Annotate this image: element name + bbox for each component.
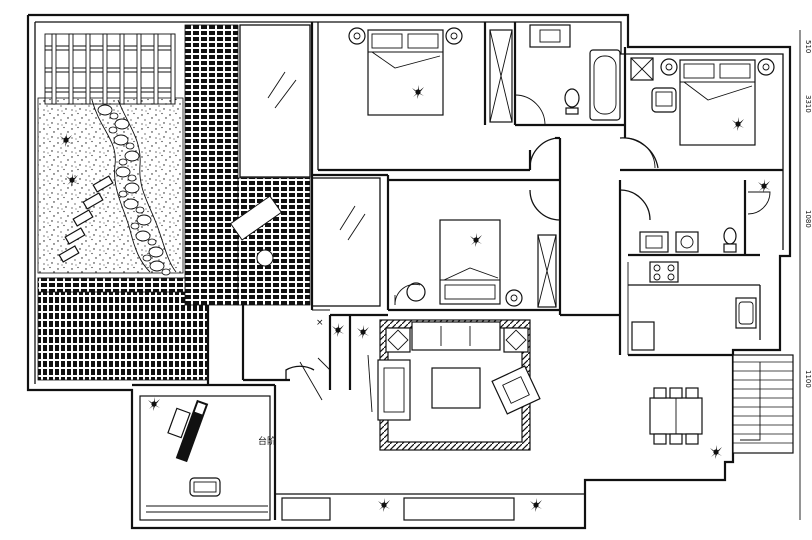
bedroom-3 [394, 219, 557, 308]
toilet [564, 88, 580, 108]
side-table [385, 327, 411, 353]
armchair [189, 477, 221, 497]
dining-chair [685, 433, 699, 445]
plant-icon [710, 445, 722, 459]
staircase [732, 354, 794, 454]
pergola [44, 33, 176, 105]
dining-area [649, 387, 722, 459]
nightstand-lamp [348, 27, 366, 45]
dimension-label: 1080 [804, 210, 812, 228]
bed-double [367, 29, 444, 116]
bedroom-2 [624, 57, 775, 169]
dimension-labels: 510 3310 1080 1100 [799, 30, 812, 520]
nightstand-lamp [406, 282, 426, 302]
dimension-label: 1100 [804, 370, 812, 388]
plant-icon [332, 323, 344, 337]
stone-path [91, 99, 177, 276]
toilet [723, 227, 737, 245]
master-bedroom [348, 27, 513, 123]
nightstand-lamp [757, 58, 775, 76]
stepping-stones [58, 175, 114, 263]
nightstand-lamp [660, 58, 678, 76]
study-room: 台阶 [139, 395, 276, 521]
kitchen [627, 261, 761, 355]
outer-walls [26, 13, 792, 530]
svg-text:×: × [316, 318, 324, 328]
brick-paving [37, 24, 311, 381]
entrance: × [285, 309, 344, 401]
washing-machine [675, 231, 699, 253]
plant-icon [378, 498, 390, 512]
stove [649, 261, 679, 283]
refrigerator [631, 321, 655, 351]
side-table [256, 249, 274, 267]
bathroom-main [514, 24, 621, 126]
bathroom-secondary [639, 179, 771, 253]
dimension-label: 3310 [804, 95, 812, 113]
nightstand-lamp [505, 289, 523, 307]
dining-chair [685, 387, 699, 399]
lounge-chair [229, 195, 283, 241]
coffee-table [431, 367, 481, 409]
interior-walls [132, 22, 783, 520]
nightstand-lamp [445, 27, 463, 45]
corridor-doors [529, 137, 659, 221]
bench [167, 407, 191, 439]
plant-icon [357, 325, 369, 339]
armchair [377, 359, 411, 421]
plant-icon [758, 179, 770, 193]
platform-label: 台阶 [258, 435, 276, 447]
washbasin [529, 24, 571, 48]
dining-chair [669, 387, 683, 399]
living-room [357, 319, 541, 451]
armchair [491, 365, 541, 415]
garden-courtyard [37, 33, 184, 276]
bed-double [679, 59, 756, 146]
dining-chair [653, 387, 667, 399]
plant-icon [530, 498, 542, 512]
dimension-label: 510 [804, 40, 812, 53]
bed-single [439, 219, 501, 305]
washbasin [639, 231, 669, 253]
dining-chair [653, 433, 667, 445]
kitchen-sink [735, 297, 757, 329]
sofa-three-seat [411, 321, 501, 351]
tea-table [175, 399, 209, 463]
side-table [503, 327, 529, 353]
dining-chair [669, 433, 683, 445]
south-windows [275, 493, 585, 521]
bathtub [589, 49, 621, 121]
